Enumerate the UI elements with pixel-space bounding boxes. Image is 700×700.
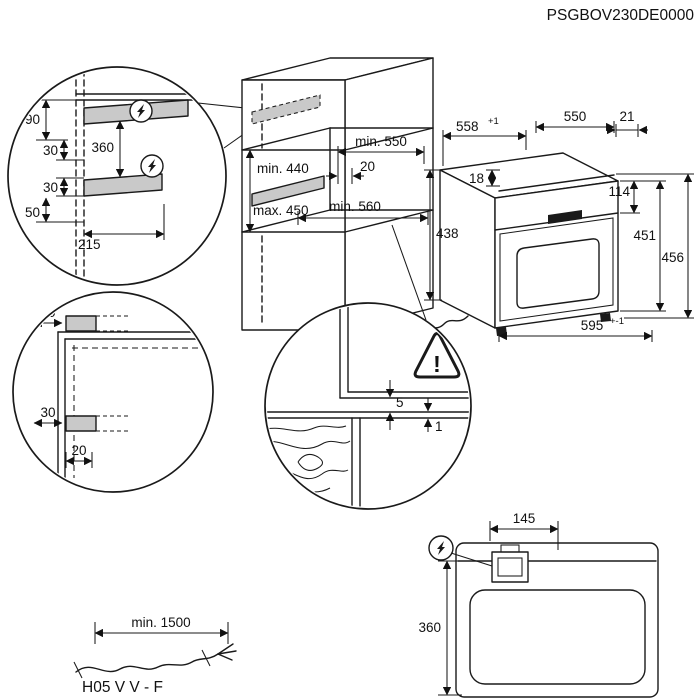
dim-20-plan: 20: [71, 443, 86, 458]
cable-type-label: H05 V V - F: [82, 679, 163, 696]
rear-recess: [469, 589, 646, 685]
terminal-cover: [497, 557, 523, 577]
mains-cable-drawing: min. 1500 H05 V V - F: [73, 615, 237, 696]
dim-595: 595: [581, 318, 604, 333]
cable-curve: [75, 653, 219, 673]
oven-drawing: 558 +1 550 21 18 114 438 451: [423, 109, 694, 342]
foot: [600, 313, 611, 322]
warning-exclamation: !: [433, 351, 441, 377]
foot: [496, 327, 507, 336]
warning-icon: !: [413, 332, 461, 379]
dim-min-550: min. 550: [355, 134, 407, 149]
terminal-box: [491, 551, 529, 583]
dim-50: 50: [25, 205, 40, 220]
dim-min-1500: min. 1500: [131, 615, 190, 630]
display: [548, 210, 582, 224]
dim-20: 20: [360, 159, 375, 174]
dim-min-440: min. 440: [257, 161, 309, 176]
dim-215: 215: [78, 237, 101, 252]
dim-max-450: max. 450: [253, 203, 309, 218]
part-number: PSGBOV230DE0000: [547, 7, 695, 24]
side-mount-detail: 90 30 360 30 50 215: [7, 66, 265, 286]
dim-5: 5: [396, 395, 404, 410]
dim-90: 90: [25, 112, 40, 127]
cable-clamp: [500, 544, 520, 553]
dim-438: 438: [436, 226, 459, 241]
dim-595-tolerance: +-1: [610, 316, 624, 327]
dim-360-rear: 360: [418, 620, 441, 635]
cabinet-side-face: [344, 57, 434, 331]
dim-145: 145: [513, 511, 536, 526]
mounting-rail-bottom: [83, 173, 163, 197]
gap-detail: 5 1 !: [264, 302, 472, 510]
dim-18: 18: [469, 171, 484, 186]
dim-1: 1: [435, 419, 443, 434]
dim-451: 451: [633, 228, 656, 243]
detail-bubble-circle: [12, 291, 214, 493]
cabinet-drawing: min. 440 max. 450 min. 550 20 min. 560: [241, 57, 434, 331]
dim-558-tolerance: +1: [488, 116, 499, 127]
dim-21: 21: [619, 109, 634, 124]
electrical-connection-icon: [129, 99, 153, 123]
dim-558: 558: [456, 119, 479, 134]
callout-leader: [391, 224, 427, 321]
dim-30-plan-bottom: 30: [40, 405, 55, 420]
door-handle: [498, 174, 615, 192]
electrical-connection-icon: [140, 154, 164, 178]
door-window: [516, 238, 600, 309]
detail-bubble-circle: [264, 302, 472, 510]
rail-plan-bottom: [65, 415, 97, 432]
rail-plan-top: [65, 315, 97, 332]
cabinet-front-face: [241, 79, 346, 331]
oven-left-face: [439, 169, 496, 329]
rail-hidden-top: [251, 94, 321, 125]
plan-detail: 30 30 20: [12, 291, 214, 493]
dim-30-top: 30: [43, 143, 58, 158]
dim-550: 550: [564, 109, 587, 124]
callout-leader: [450, 552, 493, 567]
dim-456: 456: [661, 250, 684, 265]
electrical-connection-icon: [428, 535, 454, 561]
dim-30-bottom: 30: [43, 180, 58, 195]
door-outline: [499, 217, 614, 322]
dim-360: 360: [91, 140, 114, 155]
dim-114: 114: [608, 184, 630, 199]
rear-view-drawing: 145 360: [418, 511, 659, 698]
dim-min-560: min. 560: [329, 199, 381, 214]
